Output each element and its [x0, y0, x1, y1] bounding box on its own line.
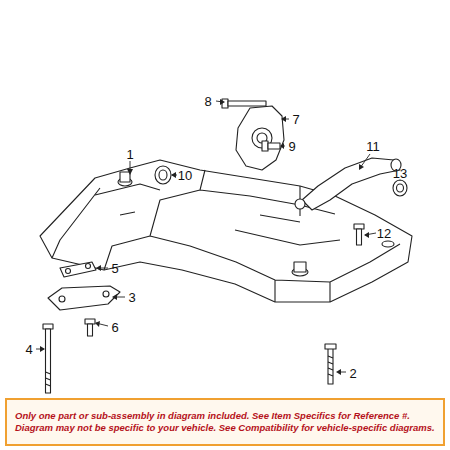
disclaimer-text: Only one part or sub-assembly in diagram…: [15, 410, 435, 435]
control-arm: [302, 158, 400, 210]
callout-number: 5: [111, 262, 118, 275]
callout-number: 2: [349, 367, 356, 380]
brace-plate: [48, 286, 120, 310]
disclaimer-box: Only one part or sub-assembly in diagram…: [5, 398, 445, 446]
arrow-heads: [40, 99, 369, 375]
steering-knuckle: [236, 106, 284, 170]
callout-number: 11: [366, 140, 380, 153]
callout-number: 3: [128, 291, 135, 304]
leader-lines: [36, 101, 400, 372]
callout-number: 7: [292, 113, 299, 126]
callout-number: 6: [111, 321, 118, 334]
callout-number: 10: [178, 169, 192, 182]
callout-number: 4: [25, 343, 32, 356]
callout-number: 8: [204, 95, 211, 108]
callout-number: 1: [126, 148, 133, 161]
callout-number: 12: [377, 227, 391, 240]
callout-number: 9: [288, 140, 295, 153]
callout-number: 13: [393, 167, 407, 180]
